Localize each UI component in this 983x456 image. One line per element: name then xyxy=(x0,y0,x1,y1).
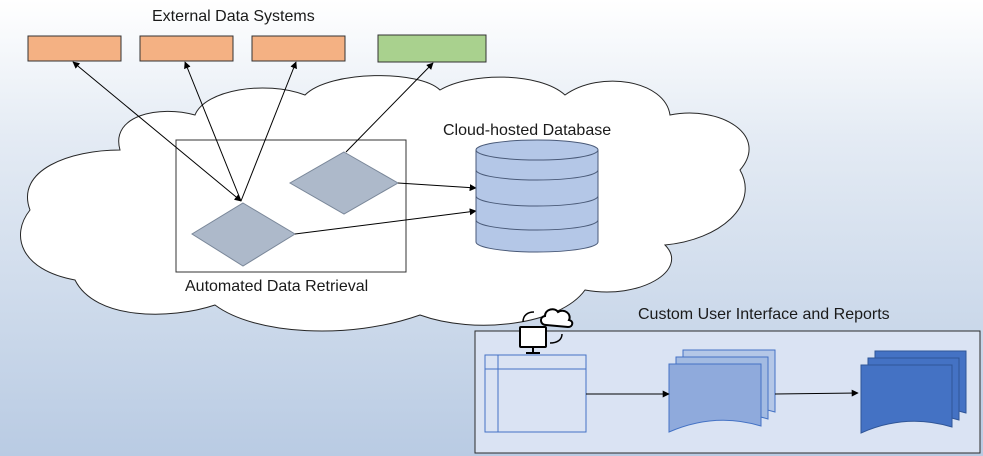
ui-window-icon xyxy=(484,354,587,433)
document-stack-dark xyxy=(860,350,967,434)
custom-ui-label: Custom User Interface and Reports xyxy=(638,306,890,323)
external-source-box-4 xyxy=(377,34,487,63)
external-source-box-2 xyxy=(139,35,234,62)
computer-cloud-sync-icon xyxy=(519,308,574,354)
automated-retrieval-label: Automated Data Retrieval xyxy=(185,278,369,295)
cloud-shape xyxy=(20,75,750,332)
database-icon xyxy=(475,139,599,253)
automated-retrieval-box xyxy=(175,139,407,273)
cloud-database-label: Cloud-hosted Database xyxy=(443,122,612,139)
retrieval-process-diamond-upper xyxy=(288,151,400,215)
retrieval-process-diamond-lower xyxy=(191,202,296,267)
document-stack-light xyxy=(668,349,776,433)
external-systems-label: External Data Systems xyxy=(152,8,315,25)
external-source-box-1 xyxy=(27,35,122,62)
external-source-box-3 xyxy=(251,35,346,62)
retrieval-arrows xyxy=(72,61,434,202)
database-arrows xyxy=(294,182,477,235)
report-flow-arrows xyxy=(586,389,859,398)
